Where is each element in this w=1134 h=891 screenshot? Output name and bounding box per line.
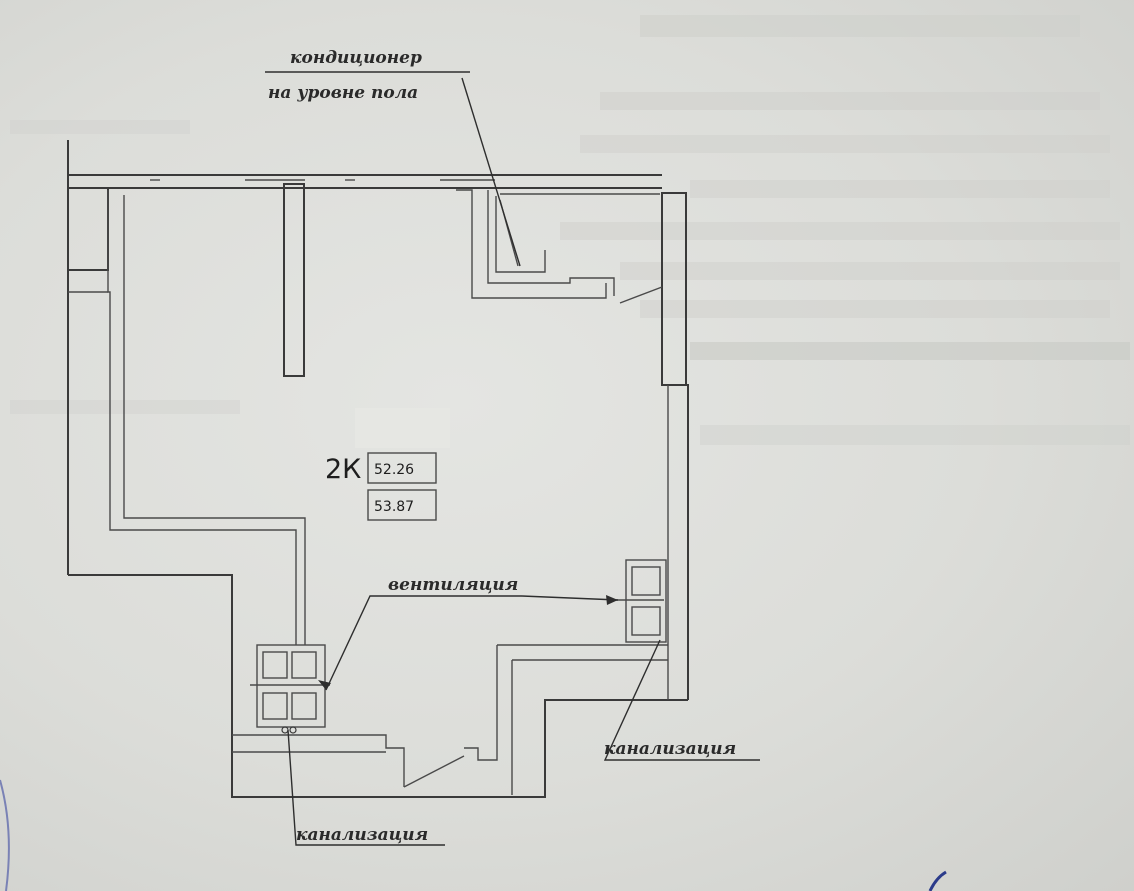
vent-shaft-left — [250, 644, 330, 734]
background-showthrough — [10, 15, 1130, 445]
leader-lines — [265, 71, 760, 846]
total-area-value: 53.87 — [374, 499, 414, 515]
area-boxes — [355, 408, 450, 521]
ac-label-line1: кондиционер — [290, 48, 422, 68]
living-area-value: 52.26 — [374, 462, 414, 478]
ac-label-line2: на уровне пола — [268, 83, 418, 103]
vent-shaft-right — [612, 559, 667, 643]
stamp-arc — [0, 779, 10, 891]
sewer-label-bottom: канализация — [296, 825, 428, 845]
unit-code: 2К — [325, 454, 361, 485]
ventilation-label: вентиляция — [388, 575, 518, 595]
sewer-label-right: канализация — [604, 739, 736, 759]
pen-mark — [928, 870, 947, 891]
inner-walls — [68, 179, 669, 795]
